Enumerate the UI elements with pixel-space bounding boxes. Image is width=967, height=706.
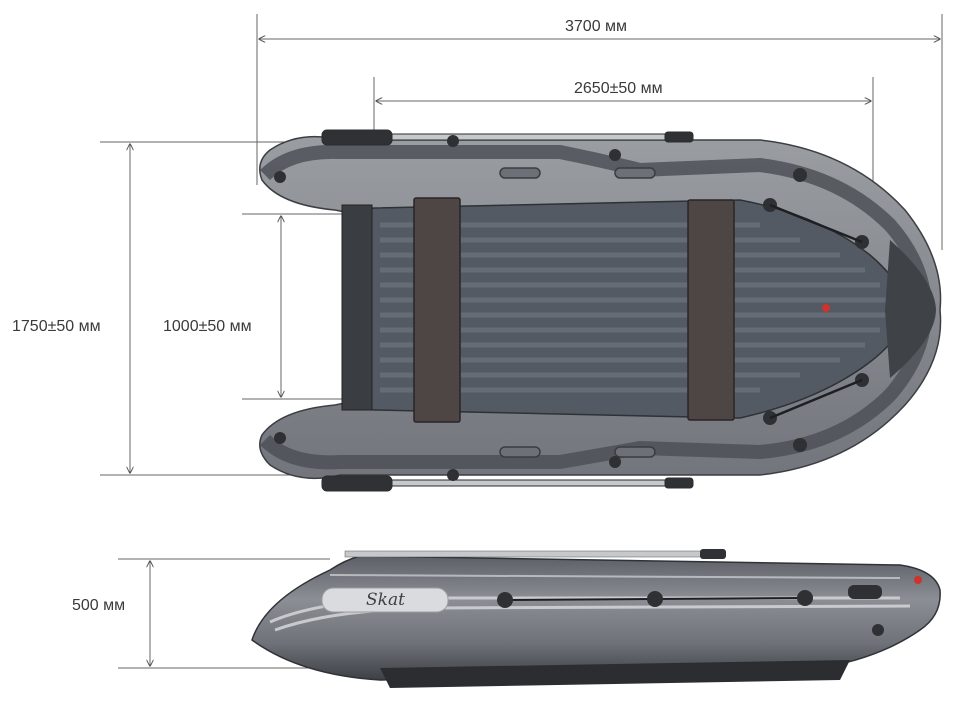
label-height: 500 мм bbox=[72, 597, 126, 614]
label-width-inner: 1000±50 мм bbox=[163, 318, 252, 335]
brand-logo-text: Skat bbox=[366, 590, 405, 610]
bench-front bbox=[687, 199, 735, 421]
label-length-inner: 2650±50 мм bbox=[574, 80, 663, 97]
oar-top bbox=[321, 129, 694, 146]
boat-side-view bbox=[251, 549, 941, 688]
label-length-total: 3700 мм bbox=[565, 18, 628, 35]
boat-top-view bbox=[259, 129, 942, 492]
dimension-lines bbox=[100, 14, 943, 669]
label-width-total: 1750±50 мм bbox=[12, 318, 101, 335]
bench-rear bbox=[413, 197, 461, 423]
hull-side bbox=[251, 555, 941, 681]
transom bbox=[341, 204, 373, 411]
oar-bottom bbox=[321, 475, 694, 492]
brand-logo-plate bbox=[321, 587, 449, 613]
